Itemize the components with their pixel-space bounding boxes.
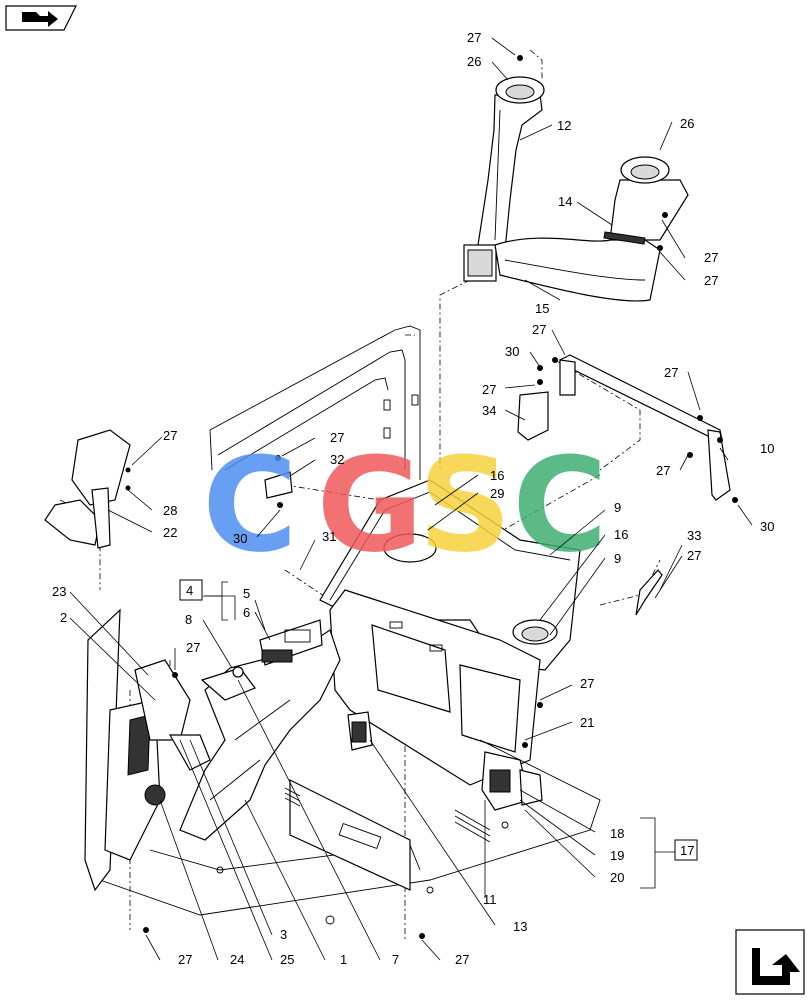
- callout-23: 23: [52, 584, 66, 599]
- leader-lines: [69, 37, 753, 961]
- watermark-letter: S: [418, 429, 512, 581]
- callout-labels: 27 26 12 26 14 27 27 15 27 30 27 34 27 1…: [52, 30, 774, 967]
- callout-27: 27: [163, 428, 177, 443]
- callout-13: 13: [513, 919, 527, 934]
- callout-29: 29: [490, 486, 504, 501]
- callout-27: 27: [467, 30, 481, 45]
- callout-box-17: [674, 839, 698, 861]
- small-parts: [143, 55, 738, 939]
- callout-9: 9: [614, 500, 621, 515]
- callout-30: 30: [505, 344, 519, 359]
- callout-2: 2: [60, 610, 67, 625]
- callout-18: 18: [610, 826, 624, 841]
- callout-15: 15: [535, 301, 549, 316]
- callout-27: 27: [704, 250, 718, 265]
- callout-27: 27: [687, 548, 701, 563]
- console-upper: [319, 479, 581, 671]
- callout-12: 12: [557, 118, 571, 133]
- left-pillar: [84, 608, 211, 892]
- callout-32: 32: [330, 452, 344, 467]
- watermark-letter: C: [512, 429, 607, 581]
- watermark-letter: C: [202, 429, 297, 581]
- exit-arrow-icon[interactable]: [735, 929, 805, 995]
- callout-20: 20: [610, 870, 624, 885]
- control-arm: [179, 619, 341, 841]
- callout-5: 5: [243, 586, 250, 601]
- callout-11: 11: [483, 892, 497, 907]
- callout-7: 7: [392, 952, 399, 967]
- cab-frame: [209, 325, 421, 480]
- callout-26: 26: [680, 116, 694, 131]
- callout-26: 26: [467, 54, 481, 69]
- callout-14: 14: [558, 194, 572, 209]
- callout-33: 33: [687, 528, 701, 543]
- cgsc-watermark: C G S C: [202, 429, 607, 581]
- callout-27: 27: [532, 322, 546, 337]
- air-duct-14-15: [494, 156, 689, 302]
- callout-27: 27: [330, 430, 344, 445]
- callout-3: 3: [280, 927, 287, 942]
- callout-27: 27: [178, 952, 192, 967]
- callout-34: 34: [482, 403, 496, 418]
- callout-30: 30: [233, 531, 247, 546]
- callout-19: 19: [610, 848, 624, 863]
- callout-24: 24: [230, 952, 244, 967]
- callout-8: 8: [185, 612, 192, 627]
- callout-1: 1: [340, 952, 347, 967]
- callout-22: 22: [163, 525, 177, 540]
- book-arrow-icon[interactable]: [5, 5, 77, 31]
- callout-10: 10: [760, 441, 774, 456]
- callout-6: 6: [243, 605, 250, 620]
- callout-16: 16: [490, 468, 504, 483]
- callout-4: 4: [186, 583, 193, 598]
- callout-27: 27: [704, 273, 718, 288]
- callout-27: 27: [186, 640, 200, 655]
- callout-30: 30: [760, 519, 774, 534]
- bracket-34: [517, 391, 549, 441]
- callout-17: 17: [680, 843, 694, 858]
- callout-9: 9: [614, 551, 621, 566]
- watermark-letter: G: [317, 429, 424, 581]
- floor-plate: [99, 739, 601, 925]
- callout-27: 27: [664, 365, 678, 380]
- grille-pattern: [284, 787, 491, 843]
- callout-27: 27: [656, 463, 670, 478]
- callout-28: 28: [163, 503, 177, 518]
- console-side-panel: [329, 589, 541, 786]
- callout-21: 21: [580, 715, 594, 730]
- callout-27: 27: [455, 952, 469, 967]
- callout-16: 16: [614, 527, 628, 542]
- callout-27: 27: [482, 382, 496, 397]
- callout-box-4: [179, 579, 203, 601]
- callout-31: 31: [322, 529, 336, 544]
- callout-27: 27: [580, 676, 594, 691]
- mirror-22: [44, 429, 131, 549]
- callout-25: 25: [280, 952, 294, 967]
